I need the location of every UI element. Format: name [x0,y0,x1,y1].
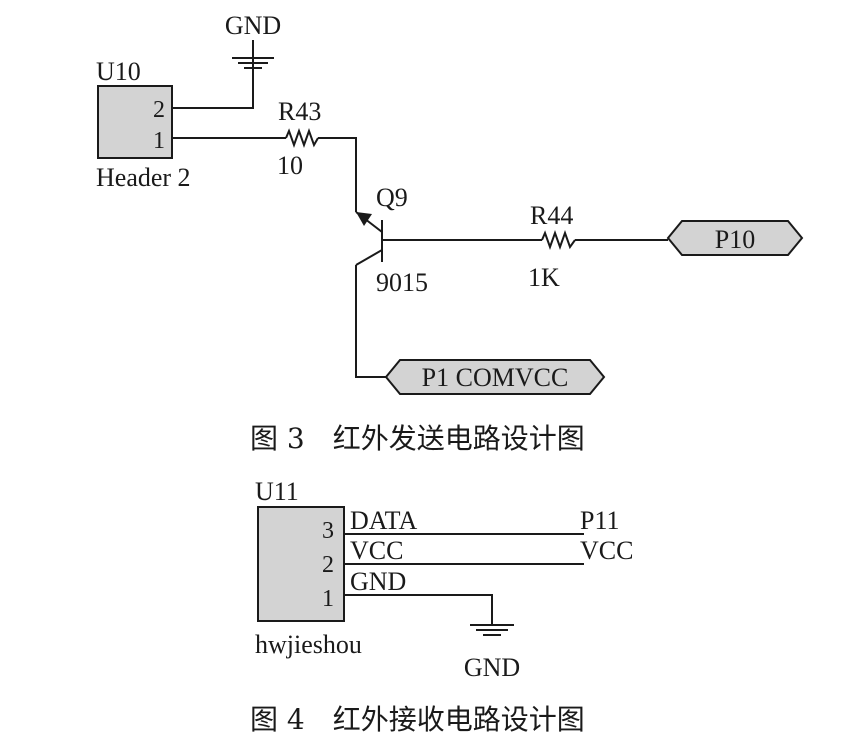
q9-value: 9015 [376,268,428,297]
u10-pin-1: 1 [153,128,165,154]
ground-symbol-bottom [470,624,514,636]
figure-3-caption: 图 3 红外发送电路设计图 [250,422,585,455]
q9-ref: Q9 [376,183,408,212]
r43-value: 10 [277,151,303,180]
u10-pin-2: 2 [153,97,165,123]
transistor-q9 [355,211,383,266]
u11-name: hwjieshou [255,630,362,659]
wire-r43-to-q9 [318,137,357,212]
port-p10 [666,220,804,256]
gnd-label-top: GND [225,11,281,40]
emitter-arrow-icon [356,212,372,226]
pin-label-data: DATA [350,506,417,535]
u11-pin-2: 2 [322,552,334,578]
port-p10-label: P10 [715,225,755,254]
port-p1-comvcc-label: P1 COMVCC [422,363,569,392]
resistor-r43 [285,128,319,148]
wire-pin2-to-gnd [172,58,254,109]
u10-name: Header 2 [96,163,191,192]
u11-pin-3: 3 [322,518,334,544]
gnd-label-bottom: GND [464,653,520,682]
pin-label-vcc: VCC [350,536,403,565]
net-label-p11: P11 [580,506,620,535]
resistor-r44 [541,230,576,250]
figure-4-caption: 图 4 红外接收电路设计图 [250,703,585,736]
r44-ref: R44 [530,201,573,230]
pin-label-gnd: GND [350,567,406,596]
net-label-vcc: VCC [580,536,633,565]
wire-gnd [344,594,493,625]
figure-4-receive-circuit: U11 3 2 1 hwjieshou DATA VCC GND P11 VCC… [250,477,633,736]
u10-header-block [97,85,173,159]
port-p1-comvcc [384,359,606,395]
u11-pin-1: 1 [322,586,334,612]
u10-ref: U10 [96,57,141,86]
figure-3-transmit-circuit: GND U10 2 1 Header 2 R43 10 Q9 9015 [96,11,804,455]
wire-q9-collector-to-comvcc [355,265,386,378]
r43-ref: R43 [278,97,321,126]
u11-ref: U11 [255,477,299,506]
r44-value: 1K [528,263,560,292]
